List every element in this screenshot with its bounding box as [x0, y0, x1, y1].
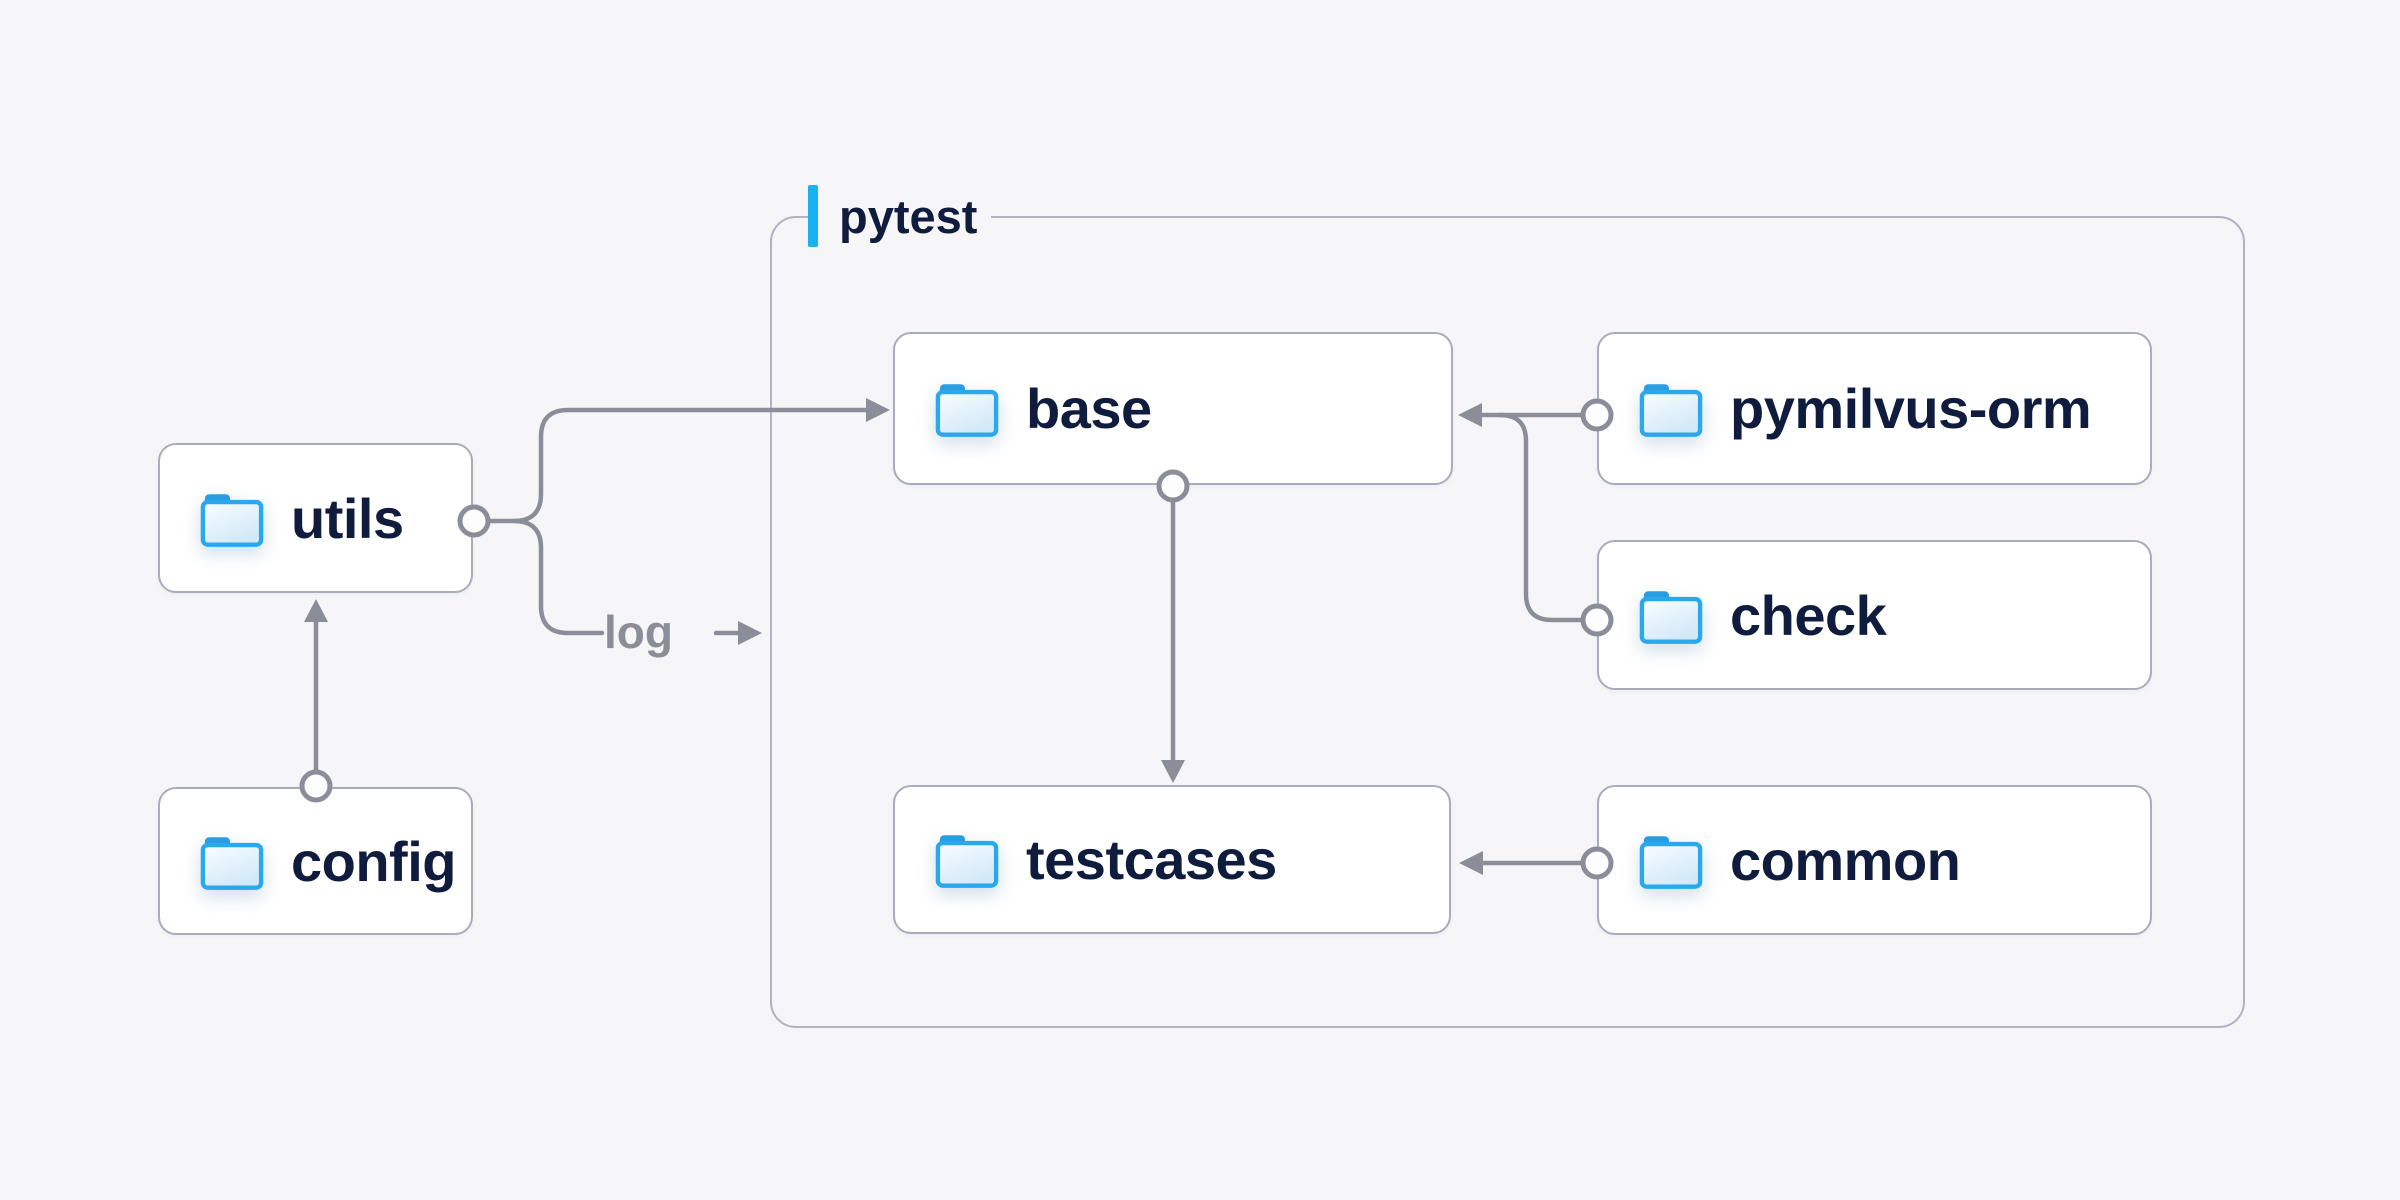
node-base: base [893, 332, 1453, 485]
arrowhead-up-icon [304, 599, 328, 622]
node-label: check [1730, 583, 1887, 647]
folder-icon [935, 835, 999, 888]
folder-icon [200, 836, 264, 890]
node-label: testcases [1026, 828, 1277, 891]
folder-icon [200, 493, 264, 547]
node-pymilvus-orm: pymilvus-orm [1597, 332, 2152, 485]
arrowhead-right-icon [738, 621, 762, 645]
node-label: base [1026, 377, 1152, 440]
node-check: check [1597, 540, 2152, 690]
node-common: common [1597, 785, 2152, 935]
pytest-label: pytest [808, 184, 992, 248]
node-testcases: testcases [893, 785, 1451, 934]
edge-label-log: log [604, 605, 673, 658]
pytest-accent-bar [808, 185, 818, 247]
node-utils: utils [158, 443, 473, 593]
folder-icon [935, 384, 999, 437]
node-label: config [291, 829, 456, 893]
edge-config-utils [299, 599, 333, 803]
pytest-container [770, 216, 2245, 1028]
node-label: pymilvus-orm [1730, 377, 2092, 440]
pytest-label-text: pytest [839, 189, 978, 243]
folder-icon [1639, 590, 1703, 644]
folder-icon [1639, 384, 1703, 437]
node-label: common [1730, 828, 1961, 892]
node-config: config [158, 787, 473, 935]
node-label: utils [291, 486, 404, 550]
folder-icon [1639, 835, 1703, 889]
